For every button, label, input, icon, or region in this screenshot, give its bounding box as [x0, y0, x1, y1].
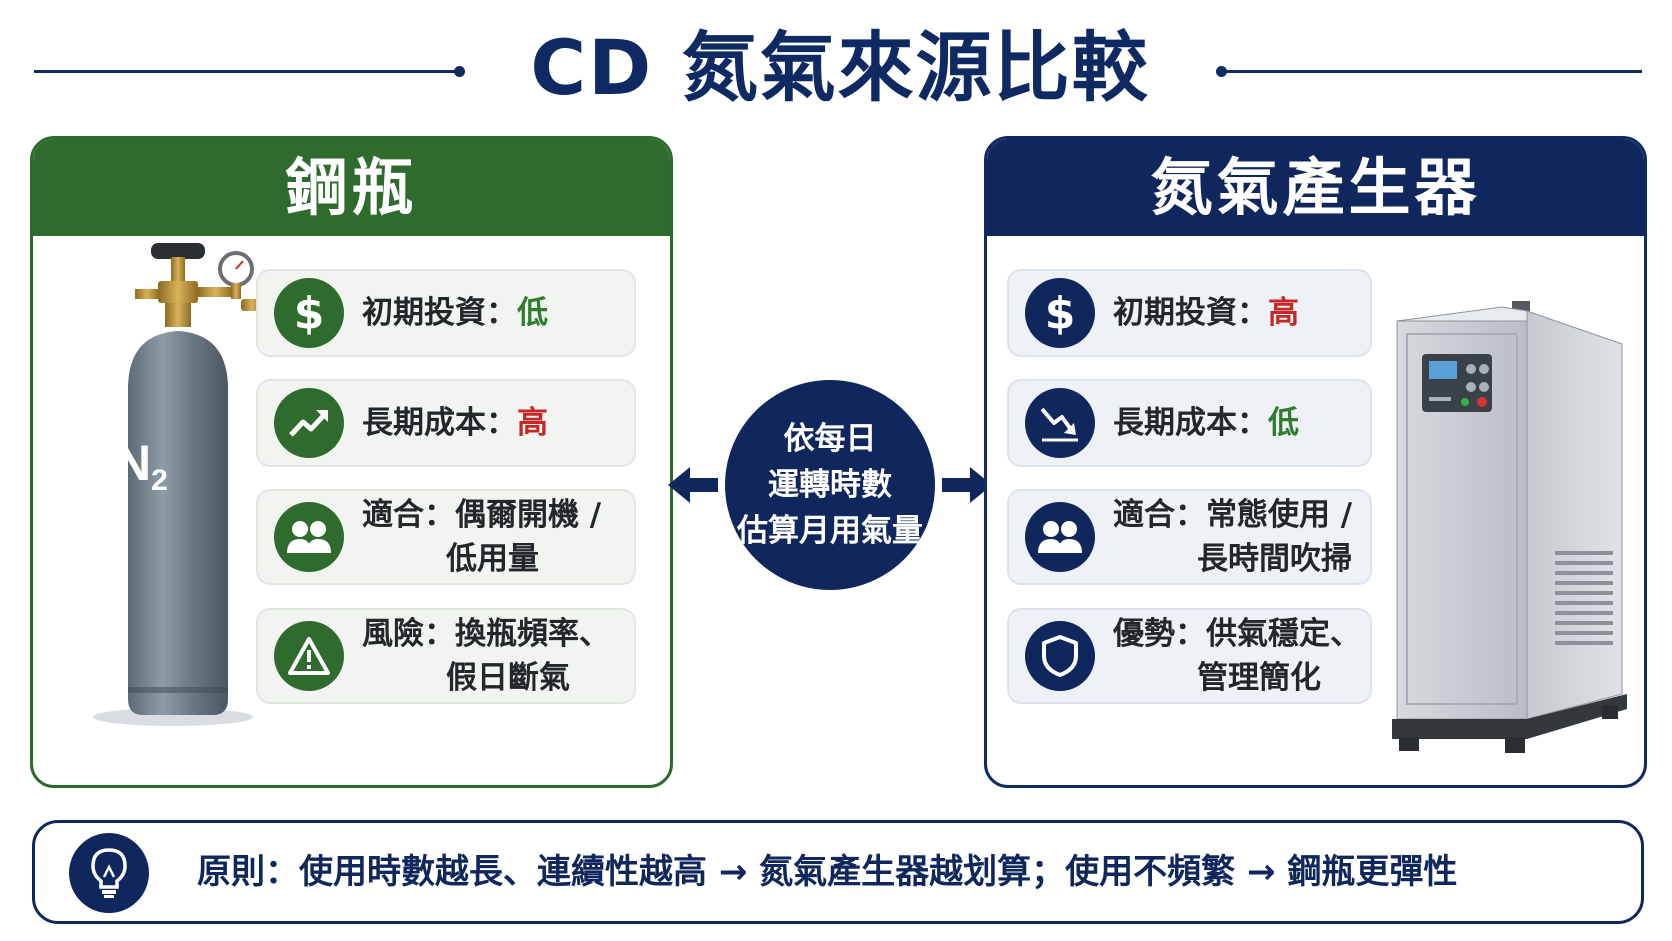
- page-title: CD 氮氣來源比較: [530, 23, 1150, 112]
- card-value: 低: [517, 295, 548, 331]
- title-rule-right: [1222, 70, 1642, 73]
- card-value-line2: 管理簡化: [1197, 660, 1321, 696]
- title-rule-left: [34, 70, 459, 73]
- lightbulb-icon: [69, 833, 149, 913]
- card-value: 低: [1268, 405, 1299, 441]
- users-icon: [1025, 502, 1095, 572]
- card-value: 換瓶頻率、: [455, 616, 610, 652]
- card-value: 高: [1268, 295, 1299, 331]
- gas-symbol: N: [115, 435, 152, 491]
- estimate-circle: 依每日 運轉時數 估算月用氣量: [725, 380, 935, 590]
- title-dot-left: [454, 66, 465, 77]
- cylinder-gas-label: N2: [115, 434, 168, 498]
- card-value: 供氣穩定、: [1206, 616, 1361, 652]
- cylinder-card-initial-cost: $ 初期投資：低: [256, 269, 636, 357]
- generator-card-advantage: 優勢：供氣穩定、 管理簡化: [1007, 608, 1372, 704]
- dollar-icon: $: [274, 278, 344, 348]
- card-label: 適合：: [362, 497, 455, 533]
- cylinder-card-suitable: 適合：偶爾開機 / 低用量: [256, 489, 636, 585]
- principle-text: 原則：使用時數越長、連續性越高 → 氮氣產生器越划算；使用不頻繁 → 鋼瓶更彈性: [197, 852, 1458, 892]
- generator-card-long-term-cost: 長期成本：低: [1007, 379, 1372, 467]
- card-value: 偶爾開機 /: [455, 497, 602, 533]
- generator-panel: 氮氣產生器 $ 初期投資：高 長期成本：低 適合：常態使用 / 長時間吹掃 優勢…: [984, 136, 1647, 788]
- card-label: 長期成本：: [1113, 405, 1268, 441]
- card-label: 初期投資：: [362, 295, 517, 331]
- card-value-line2: 假日斷氣: [446, 660, 570, 696]
- center-line-2: 運轉時數: [768, 467, 892, 503]
- cylinder-header: 鋼瓶: [33, 139, 670, 236]
- card-value-line2: 低用量: [446, 541, 539, 577]
- arrow-left-icon: [668, 467, 718, 503]
- generator-card-initial-cost: $ 初期投資：高: [1007, 269, 1372, 357]
- generator-card-suitable: 適合：常態使用 / 長時間吹掃: [1007, 489, 1372, 585]
- gas-cylinder-illustration: [93, 243, 263, 726]
- principle-banner: 原則：使用時數越長、連續性越高 → 氮氣產生器越划算；使用不頻繁 → 鋼瓶更彈性: [32, 820, 1644, 924]
- card-label: 初期投資：: [1113, 295, 1268, 331]
- users-icon: [274, 502, 344, 572]
- card-label: 風險：: [362, 616, 455, 652]
- cylinder-card-risk: 風險：換瓶頻率、 假日斷氣: [256, 608, 636, 704]
- card-label: 長期成本：: [362, 405, 517, 441]
- arrow-right-icon: [942, 467, 992, 503]
- generator-header: 氮氣產生器: [987, 139, 1644, 236]
- card-value: 高: [517, 405, 548, 441]
- center-line-1: 依每日: [783, 421, 877, 457]
- card-label: 優勢：: [1113, 616, 1206, 652]
- cylinder-panel: 鋼瓶 N2: [30, 136, 673, 788]
- gas-subscript: 2: [151, 464, 168, 497]
- title-dot-right: [1216, 66, 1227, 77]
- card-value-line2: 長時間吹掃: [1197, 541, 1352, 577]
- shield-icon: [1025, 621, 1095, 691]
- nitrogen-generator-illustration: [1392, 301, 1627, 753]
- card-value: 常態使用 /: [1206, 497, 1353, 533]
- trend-up-icon: [274, 388, 344, 458]
- dollar-icon: $: [1025, 278, 1095, 348]
- warning-icon: [274, 621, 344, 691]
- card-label: 適合：: [1113, 497, 1206, 533]
- trend-down-icon: [1025, 388, 1095, 458]
- center-line-3: 估算月用氣量: [737, 513, 923, 549]
- cylinder-card-long-term-cost: 長期成本：高: [256, 379, 636, 467]
